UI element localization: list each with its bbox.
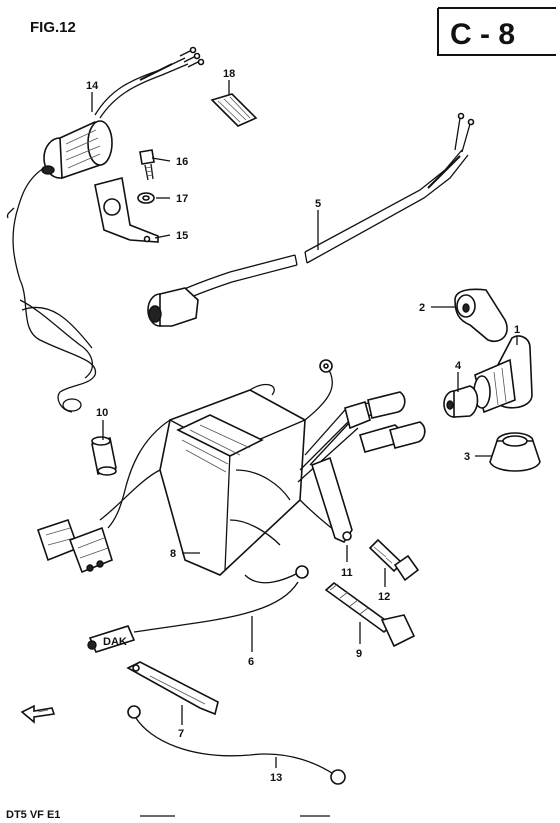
part-12-bolt [368, 538, 420, 582]
part-7-strap [126, 661, 219, 716]
lead-wire-tag: DAK [103, 636, 127, 648]
callout-14: 14 [86, 80, 99, 92]
callout-12: 12 [378, 591, 390, 603]
section-code-box: C - 8 [437, 7, 556, 56]
part-15-bracket [94, 177, 159, 243]
part-11-clamp [311, 456, 353, 544]
callout-13: 13 [270, 772, 282, 784]
callout-6: 6 [248, 656, 254, 668]
part-14-switch [6, 46, 205, 413]
callout-15: 15 [176, 230, 188, 242]
part-6-lead-wire: DAK [87, 581, 299, 653]
part-17-washer [137, 192, 155, 204]
callout-1: 1 [514, 324, 520, 336]
leader-lines [91, 80, 518, 768]
callout-2: 2 [419, 302, 425, 314]
part-1-cap-assembly [473, 335, 533, 414]
callout-5: 5 [315, 198, 321, 210]
part-10-damper [91, 436, 117, 476]
part-18-clip [210, 93, 258, 127]
callout-8: 8 [170, 548, 176, 560]
part-3-boot [489, 432, 541, 472]
part-16-screw [139, 149, 155, 181]
callout-9: 9 [356, 648, 362, 660]
part-9-bolt [324, 581, 416, 648]
callout-7: 7 [178, 728, 184, 740]
callout-3: 3 [464, 451, 470, 463]
direction-arrow-icon [20, 704, 56, 724]
section-code: C - 8 [450, 18, 515, 51]
callout-10: 10 [96, 407, 108, 419]
callout-4: 4 [455, 360, 462, 372]
part-2-plug-cap [454, 288, 508, 342]
figure-label: FIG.12 [30, 19, 76, 36]
part-5-cord [147, 112, 475, 327]
callout-17: 17 [176, 193, 188, 205]
part-8-cdi-unit [99, 359, 426, 584]
callout-11: 11 [341, 567, 353, 579]
part-13-ground-wire [127, 705, 346, 785]
model-code: DT5 VF E1 [6, 809, 60, 821]
connectors [36, 518, 113, 574]
callout-16: 16 [176, 156, 188, 168]
part-4-grommet [443, 385, 479, 418]
callout-18: 18 [223, 68, 235, 80]
